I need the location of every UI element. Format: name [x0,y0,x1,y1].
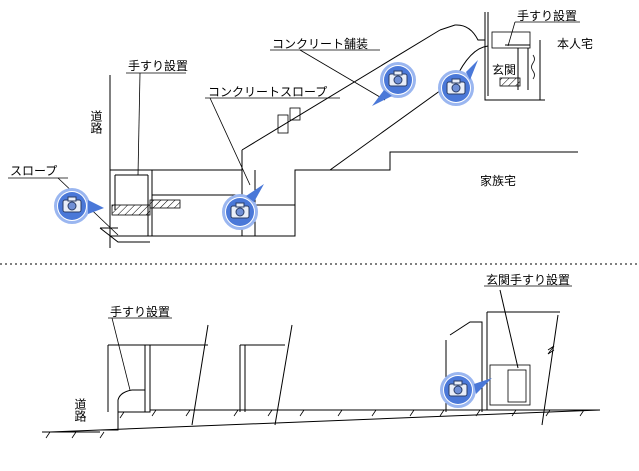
break-line-2 [274,324,293,426]
entrance-hatch [499,77,521,87]
slope-body-lower [242,79,456,237]
label-entrance-handrail: 玄関手すり設置 [486,272,570,287]
break-line-1 [191,324,209,426]
leader-handrail-bottom [111,317,131,391]
family-house-profile [295,151,578,171]
entrance-curve [439,24,485,41]
camera-icon[interactable] [440,372,493,408]
label-family-house: 家族宅 [480,173,516,188]
leader-slope [209,97,251,186]
label-road-bottom: 道路 [73,398,87,423]
break-line-3 [541,314,559,426]
lower-section-drawing [42,285,601,439]
handrail-bottom-shape [117,389,145,412]
main-house-wall [484,12,545,101]
ground-hatch [149,199,181,209]
camera-icon[interactable] [438,60,479,106]
label-road-top: 道路 [89,110,103,135]
entrance-handrail-box [507,369,527,403]
label-concrete-slope: コンクリートスロープ [208,85,327,99]
leader-entrance-handrail [499,289,519,369]
plant-icon [531,54,535,80]
camera-icon[interactable] [54,188,105,224]
label-handrail-bottom-left: 手すり設置 [110,304,170,319]
spacer [49,409,601,433]
label-slope: スロープ [10,164,57,178]
leader-paving [299,49,386,101]
label-main-house: 本人宅 [557,36,593,51]
leader-handrail-right [507,21,516,47]
label-concrete-paving: コンクリート舗装 [272,37,368,51]
break-mark [547,345,555,355]
camera-icon[interactable] [222,184,265,230]
slope-wedge [99,227,150,243]
ground-line-bottom [100,409,600,431]
step-hatch [111,204,151,216]
slope-rail-post-1 [277,114,289,134]
entrance-door [489,364,531,406]
label-handrail-top-right: 手すり設置 [517,8,577,23]
leader-handrail-left [137,72,141,176]
slope-rail-post-2 [289,107,301,121]
entrance-step [491,31,531,49]
handrail-box [109,169,153,237]
ground-hatch-ticks [45,409,585,439]
right-house-roof [449,321,483,412]
camera-icon[interactable] [372,62,416,107]
slope-top-surface [241,29,441,151]
label-entrance-top: 玄関 [492,62,516,77]
label-handrail-top-left: 手すり設置 [128,58,188,73]
